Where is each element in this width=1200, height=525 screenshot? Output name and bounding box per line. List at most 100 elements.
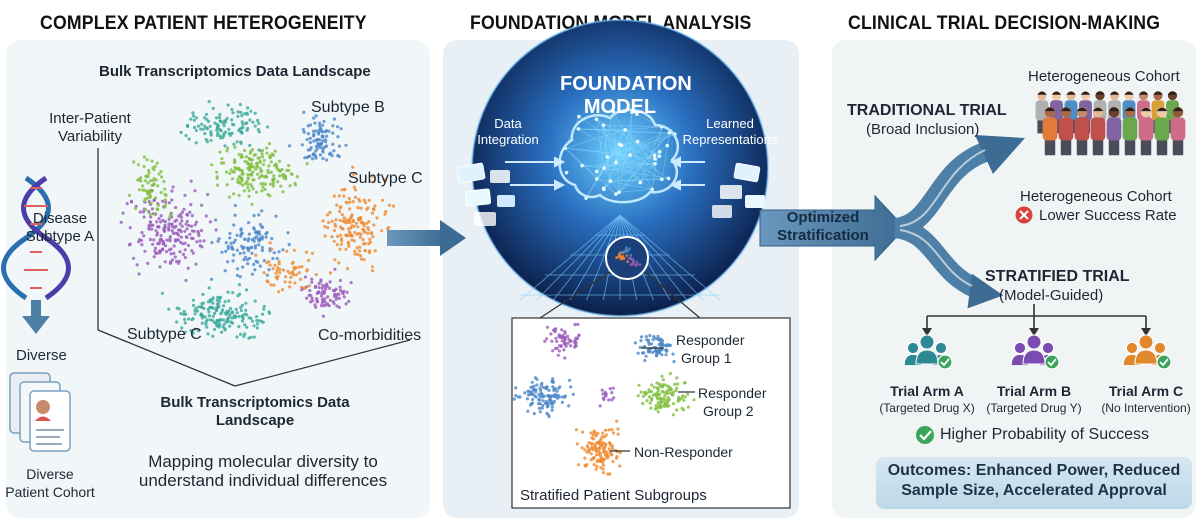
scatter-dot — [325, 284, 329, 288]
scatter-dot — [353, 188, 358, 192]
scatter-dot — [552, 399, 557, 404]
scatter-dot — [577, 333, 581, 338]
scatter-dot — [206, 192, 210, 197]
scatter-dot — [321, 134, 325, 138]
scatter-dot — [229, 241, 233, 245]
scatter-dot — [142, 234, 146, 238]
scatter-dot — [156, 184, 160, 188]
scatter-dot — [252, 262, 256, 267]
scatter-dot — [160, 175, 164, 179]
scatter-dot — [326, 295, 330, 299]
scatter-dot — [327, 152, 332, 156]
scatter-dot — [175, 306, 179, 310]
arm-b-name: Trial Arm B — [996, 383, 1072, 399]
scatter-dot — [650, 397, 654, 401]
network-edge — [596, 119, 605, 169]
scatter-dot — [589, 452, 593, 456]
scatter-dot — [206, 300, 210, 304]
scatter-dot — [269, 170, 273, 174]
comorbidities-label: Co-morbidities — [318, 327, 422, 344]
scatter-dot — [314, 305, 318, 309]
scatter-dot — [668, 343, 672, 347]
hetero-bottom-label: Heterogeneous Cohort — [1020, 188, 1172, 205]
scatter-dot — [157, 242, 161, 246]
responder-1-label-1: Responder — [676, 332, 745, 348]
scatter-dot — [149, 201, 153, 205]
scatter-dot — [600, 456, 604, 460]
outcomes-line-1: Outcomes: Enhanced Power, Reduced — [887, 462, 1181, 479]
scatter-dot — [242, 189, 246, 193]
scatter-dot — [557, 349, 562, 353]
scatter-dot — [269, 160, 273, 164]
scatter-dot — [654, 348, 658, 352]
scatter-dot — [172, 244, 176, 248]
scatter-dot — [239, 110, 243, 114]
scatter-dot — [319, 278, 323, 282]
scatter-dot — [218, 113, 222, 117]
scatter-dot — [339, 205, 343, 209]
responder-2-label-1: Responder — [698, 385, 767, 401]
scatter-dot — [237, 314, 241, 319]
scatter-dot — [265, 146, 269, 150]
scatter-dot — [335, 243, 339, 247]
scatter-dot — [218, 296, 222, 300]
scatter-dot — [318, 124, 322, 128]
scatter-dot — [221, 308, 225, 312]
scatter-dot — [191, 298, 195, 302]
scatter-dot — [338, 278, 342, 283]
subgroups-caption: Stratified Patient Subgroups — [520, 487, 707, 504]
scatter-dot — [252, 226, 256, 230]
scatter-dot — [251, 178, 255, 182]
scatter-dot — [372, 180, 376, 184]
scatter-dot — [268, 263, 272, 267]
scatter-dot — [331, 300, 335, 304]
scatter-dot — [387, 203, 391, 207]
scatter-dot — [555, 339, 559, 344]
scatter-dot — [149, 215, 153, 219]
scatter-dot — [160, 291, 164, 295]
scatter-dot — [199, 313, 203, 317]
scatter-dot — [240, 231, 244, 235]
network-node — [608, 179, 613, 183]
scatter-dot — [323, 234, 327, 238]
scatter-dot — [144, 174, 148, 178]
scatter-dot — [210, 163, 214, 167]
scatter-dot — [676, 399, 680, 403]
subgroup-pointers — [610, 347, 695, 452]
scatter-dot — [235, 248, 239, 252]
scatter-dot — [154, 196, 158, 200]
scatter-dot — [651, 393, 655, 397]
scatter-dot — [652, 385, 656, 389]
scatter-dot — [316, 141, 320, 146]
scatter-dot — [359, 206, 363, 210]
scatter-dot — [333, 267, 337, 271]
scatter-dot — [563, 395, 567, 399]
scatter-dot — [650, 342, 654, 346]
scatter-dot — [512, 397, 516, 401]
scatter-dot — [189, 179, 193, 183]
scatter-dot — [563, 339, 567, 343]
scatter-dot — [204, 320, 208, 324]
scatter-dot — [304, 250, 308, 254]
scatter-dot — [142, 164, 146, 169]
scatter-dot — [675, 386, 679, 390]
scatter-dot — [181, 252, 186, 256]
scatter-dot — [234, 307, 238, 311]
scatter-dot — [147, 223, 151, 228]
scatter-dot — [207, 100, 211, 104]
scatter-dot — [142, 155, 146, 159]
scatter-dot — [178, 222, 182, 226]
scatter-dot — [686, 392, 690, 396]
scatter-dot — [680, 396, 684, 400]
scatter-dot — [318, 153, 322, 157]
scatter-dot — [190, 224, 194, 228]
scatter-dot — [661, 378, 666, 382]
scatter-dot — [293, 281, 297, 285]
scatter-dot — [375, 216, 379, 220]
scatter-dot — [384, 210, 388, 214]
lower-success-label: Lower Success Rate — [1039, 207, 1177, 224]
scatter-dot — [277, 262, 281, 266]
scatter-dot — [574, 428, 579, 432]
scatter-dot — [337, 155, 341, 159]
scatter-dot — [600, 388, 604, 392]
